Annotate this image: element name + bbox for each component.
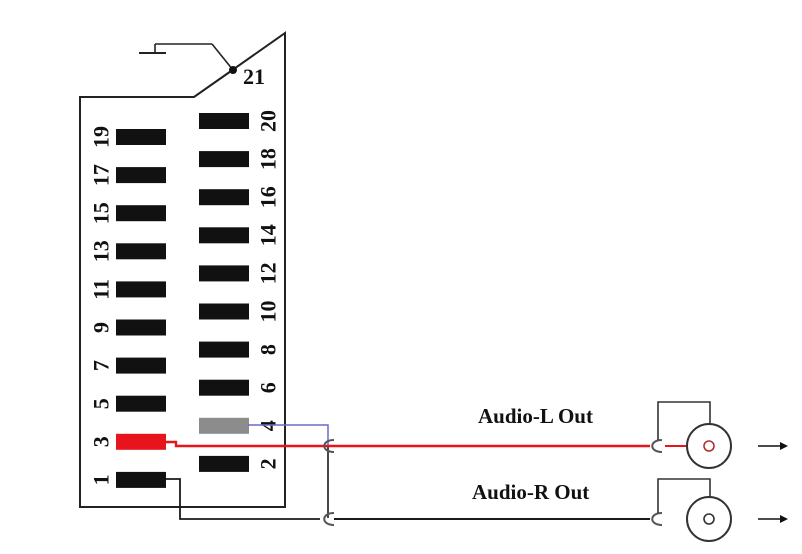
right-pin-18 <box>199 151 249 168</box>
left-pin-label-17: 17 <box>89 164 114 186</box>
right-pin-label-10: 10 <box>256 301 281 323</box>
right-pin-label-2: 2 <box>256 458 281 469</box>
wire-pin4-shield <box>248 424 329 445</box>
shield-crossing-r-1 <box>323 512 335 526</box>
left-pin-label-3: 3 <box>89 436 114 447</box>
rca-l-jack-center <box>703 440 715 452</box>
audio-r-out-label: Audio-R Out <box>472 480 589 504</box>
arrow-r-head <box>780 515 788 523</box>
rca-l-shield-bracket <box>657 401 711 440</box>
right-pin-12 <box>199 265 249 282</box>
arrow-l-head <box>780 442 788 450</box>
left-pin-label-15: 15 <box>89 202 114 224</box>
left-pin-9 <box>116 319 166 336</box>
left-pin-5 <box>116 395 166 412</box>
left-pin-label-11: 11 <box>89 279 114 300</box>
right-pin-label-20: 20 <box>256 110 281 132</box>
connector-outline <box>79 31 286 508</box>
pin21-wire-diagonal <box>211 43 234 71</box>
left-pin-label-5: 5 <box>89 398 114 409</box>
pin21-dot <box>229 66 237 74</box>
left-pin-label-7: 7 <box>89 360 114 371</box>
right-pin-label-4: 4 <box>256 420 281 431</box>
right-pin-14 <box>199 227 249 244</box>
pin21-lead <box>193 69 234 98</box>
right-pin-label-8: 8 <box>256 344 281 355</box>
right-pin-label-18: 18 <box>256 148 281 170</box>
left-pin-label-19: 19 <box>89 126 114 148</box>
left-pin-label-9: 9 <box>89 322 114 333</box>
right-pin-10 <box>199 303 249 320</box>
left-pin-17 <box>116 167 166 184</box>
audio-l-out-label: Audio-L Out <box>478 404 593 428</box>
right-pin-6 <box>199 379 249 396</box>
right-pin-4 <box>199 417 249 434</box>
left-pin-15 <box>116 205 166 222</box>
right-pin-label-16: 16 <box>256 186 281 208</box>
pin21-label: 21 <box>243 64 265 89</box>
left-pin-7 <box>116 357 166 374</box>
right-pin-2 <box>199 455 249 472</box>
left-pin-label-1: 1 <box>89 474 114 485</box>
right-pin-label-6: 6 <box>256 382 281 393</box>
right-pin-20 <box>199 113 249 129</box>
shield-crossing-r-2 <box>651 512 663 526</box>
shield-crossing-l-2 <box>651 439 663 453</box>
pins-right-column: 20 18 16 14 12 10 8 6 4 2 <box>199 110 281 472</box>
wire-pin1-ground <box>166 478 320 520</box>
shield-crossing-l-1 <box>323 439 335 453</box>
left-pin-19 <box>116 129 166 145</box>
right-pin-label-14: 14 <box>256 224 281 246</box>
left-pin-1 <box>116 471 166 488</box>
left-pin-13 <box>116 243 166 260</box>
rca-r-jack-center <box>703 513 715 525</box>
wire-pin3-signal-l <box>166 440 650 448</box>
right-pin-16 <box>199 189 249 206</box>
rca-r-shield-bracket <box>657 478 711 513</box>
left-pin-3 <box>116 433 166 450</box>
right-pin-8 <box>199 341 249 358</box>
pins-left-column: 19 17 15 13 11 9 7 5 3 1 <box>89 126 166 488</box>
left-pin-label-13: 13 <box>89 240 114 262</box>
right-pin-label-12: 12 <box>256 262 281 284</box>
left-pin-11 <box>116 281 166 298</box>
